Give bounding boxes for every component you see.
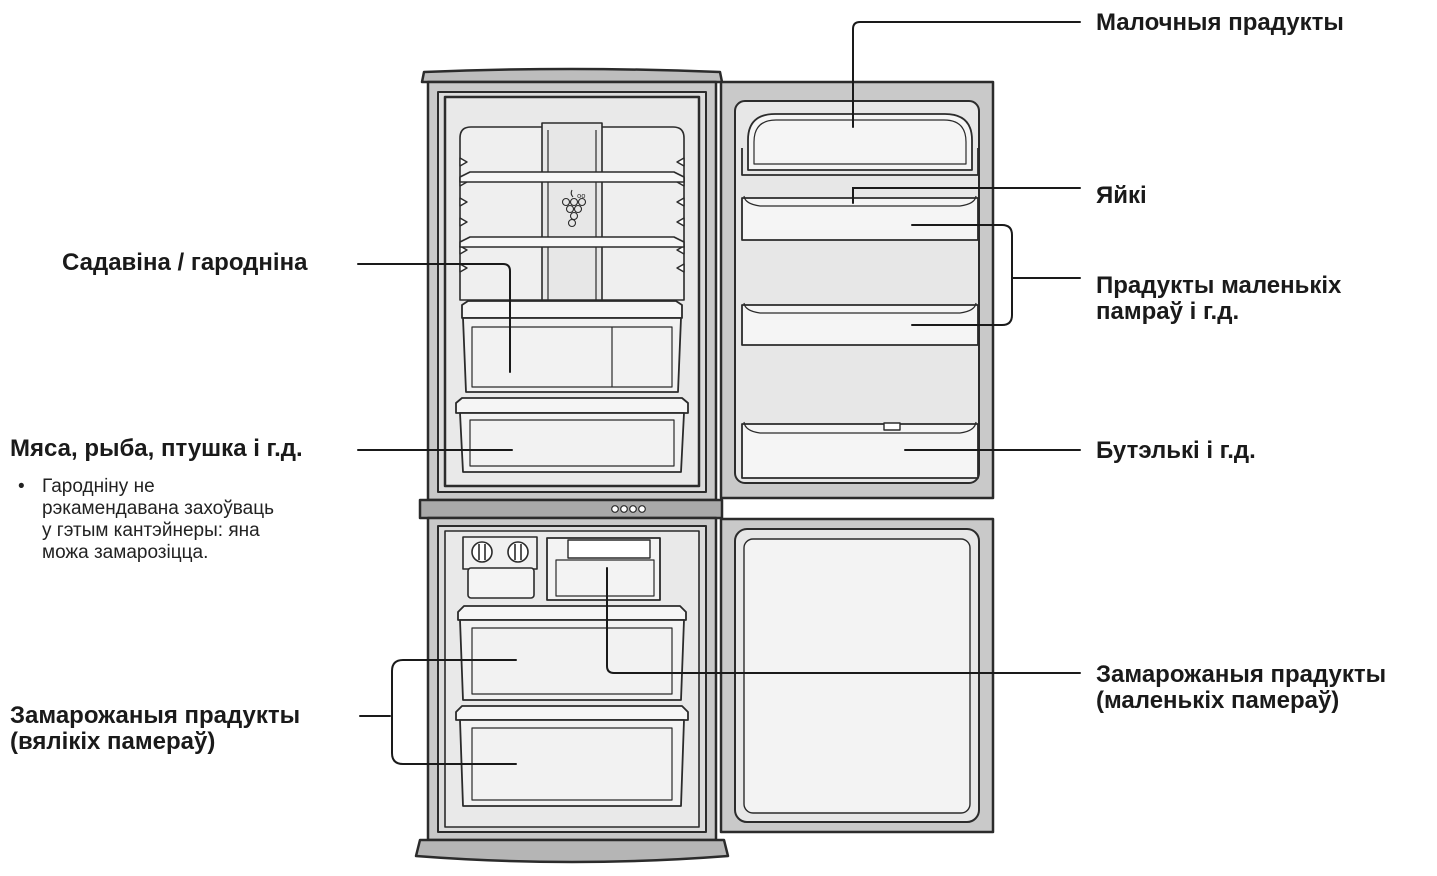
note-line-1: Гародніну не [42, 476, 155, 497]
fridge-base [414, 838, 730, 864]
leader-frozen-large [359, 659, 517, 765]
svg-text:oo: oo [577, 192, 586, 200]
label-small-items: Прадукты маленькіх памраў і г.д. [1096, 273, 1341, 325]
note-bullet: • [18, 476, 25, 497]
note-line-2: рэкамендавана захоўваць [42, 498, 274, 519]
label-dairy-products: Малочныя прадукты [1096, 9, 1344, 36]
fridge-top-cap [420, 67, 724, 84]
label-frozen-small: Замарожаныя прадукты (маленькіх памераў) [1096, 662, 1386, 714]
label-meat-fish: Мяса, рыба, птушка і г.д. [10, 435, 303, 462]
crisper-drawer-lid [461, 300, 683, 319]
glass-shelf-1 [459, 171, 685, 183]
label-bottles: Бутэлькі і г.д. [1096, 437, 1256, 464]
label-frozen-small-line-1: Замарожаныя прадукты [1096, 661, 1387, 688]
freezer-drawer-lower [459, 719, 685, 807]
label-eggs: Яйкі [1096, 182, 1147, 209]
leader-frozen-small [606, 567, 1081, 674]
label-small-items-line-2: памраў і г.д. [1096, 298, 1240, 325]
door-bin-bottles [741, 421, 979, 479]
meat-drawer [459, 412, 685, 473]
note-line-3: у гэтым кантэйнеры: яна [42, 520, 260, 541]
label-frozen-small-line-2: (маленькіх памераў) [1096, 687, 1340, 714]
vegetable-warning-note: • Гародніну не рэкамендавана захоўваць у… [18, 476, 288, 564]
leader-lines [357, 21, 1081, 765]
label-frozen-large-line-1: Замарожаныя прадукты [10, 702, 301, 729]
control-buttons [611, 505, 646, 513]
glass-shelf-2 [459, 236, 685, 248]
leader-fruit-veg [357, 263, 511, 373]
note-line-4: можа замарозіцца. [42, 542, 209, 563]
freezer-drawer-lower-lid [455, 705, 689, 721]
freezer-drawer-upper-lid [457, 605, 687, 621]
ice-bin [467, 567, 535, 599]
label-small-items-line-1: Прадукты маленькіх [1096, 272, 1342, 299]
leader-eggs [852, 187, 1081, 204]
freezer-drawer-upper [459, 619, 685, 701]
label-frozen-large-line-2: (вялікіх памераў) [10, 728, 216, 755]
crisper-drawer [462, 317, 682, 393]
lower-door [719, 517, 995, 834]
control-panel [418, 498, 724, 520]
fridge-cabinet: oo [414, 67, 730, 864]
label-frozen-large: Замарожаныя прадукты (вялікіх памераў) [10, 703, 300, 755]
leader-small-items [911, 224, 1081, 326]
grapes-icon: oo [561, 189, 587, 228]
label-fruit-vegetables: Садавіна / гародніна [62, 249, 308, 276]
meat-drawer-lid [455, 397, 689, 414]
door-bin-dairy [741, 113, 979, 176]
upper-door [719, 80, 995, 500]
leader-dairy [852, 21, 1081, 128]
door-bin-small [741, 302, 979, 346]
door-bin-eggs [741, 195, 979, 241]
